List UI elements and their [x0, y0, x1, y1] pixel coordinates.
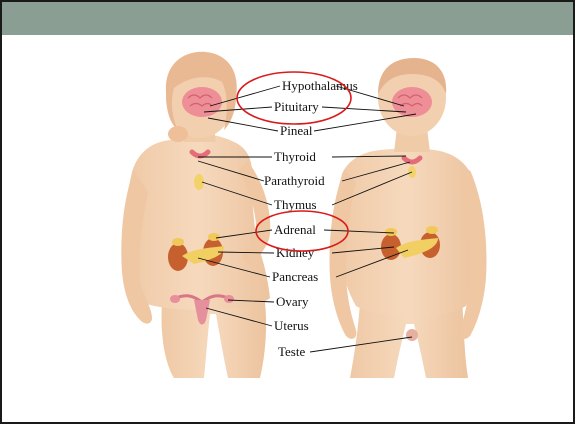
label-kidney: Kidney — [276, 245, 315, 260]
label-ovary: Ovary — [276, 294, 309, 309]
female-figure — [121, 52, 270, 378]
label-hypothalamus: Hypothalamus — [282, 78, 358, 93]
label-pineal: Pineal — [280, 123, 313, 138]
label-parathyroid: Parathyroid — [264, 173, 325, 188]
label-pituitary: Pituitary — [274, 99, 319, 114]
label-adrenal: Adrenal — [274, 222, 316, 237]
label-uterus: Uterus — [274, 318, 309, 333]
male-figure — [330, 58, 487, 378]
label-pancreas: Pancreas — [272, 269, 318, 284]
label-thyroid: Thyroid — [274, 149, 316, 164]
label-teste: Teste — [278, 344, 305, 359]
label-thymus: Thymus — [274, 197, 317, 212]
